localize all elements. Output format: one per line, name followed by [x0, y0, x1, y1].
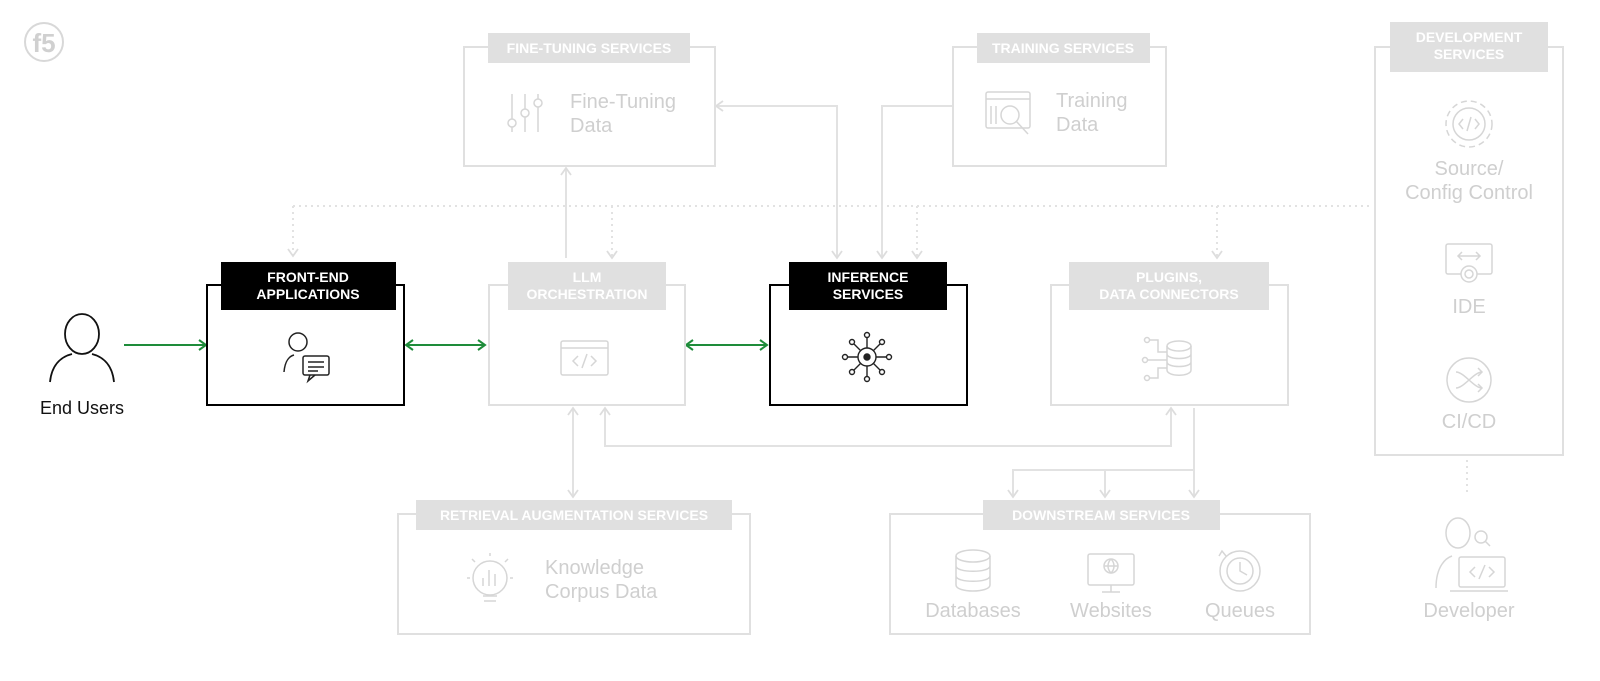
training-data-icon [985, 91, 1031, 135]
ai-chip-icon [841, 331, 893, 383]
plugins-title-line1: PLUGINS, [1136, 269, 1202, 285]
website-monitor-icon [1087, 553, 1135, 593]
fine-tuning-title: FINE-TUNING SERVICES [507, 40, 672, 56]
llm-title-line2: ORCHESTRATION [526, 286, 647, 302]
code-window-icon [560, 340, 609, 376]
arrow-finetuning-inference [714, 100, 843, 260]
developer-label: Developer [1423, 600, 1515, 622]
llm-orchestration-box: LLM ORCHESTRATION [488, 262, 686, 406]
training-label-line2: Data [1056, 114, 1099, 136]
fine-tuning-label-line1: Fine-Tuning [570, 91, 676, 113]
downstream-services-box: DOWNSTREAM SERVICES Databases Websites Q… [889, 500, 1311, 635]
dev-item-ide: IDE [1452, 296, 1485, 318]
ide-icon [1445, 243, 1493, 283]
end-users-node: End Users [40, 313, 124, 418]
developer-icon [1435, 517, 1508, 592]
fine-tuning-label-line2: Data [570, 115, 613, 137]
queue-clock-icon [1218, 549, 1261, 592]
development-services-box: DEVELOPMENT SERVICES Source/ Config Cont… [1374, 22, 1564, 456]
gear-code-icon [1445, 100, 1493, 148]
training-title: TRAINING SERVICES [992, 40, 1134, 56]
inference-title-line1: INFERENCE [828, 269, 909, 285]
svg-text:f5: f5 [32, 28, 55, 58]
f5-logo: f5 [24, 22, 64, 62]
front-end-title-line2: APPLICATIONS [256, 286, 359, 302]
downstream-title: DOWNSTREAM SERVICES [1012, 507, 1190, 523]
arrow-training-to-inference [876, 105, 952, 260]
development-title-line2: SERVICES [1434, 46, 1505, 62]
inference-services-box: INFERENCE SERVICES [769, 262, 968, 406]
lightbulb-chart-icon [467, 553, 513, 602]
front-end-applications-box: FRONT-END APPLICATIONS [206, 262, 405, 406]
database-icon [955, 549, 991, 592]
sliders-icon [507, 94, 543, 132]
inference-title-line2: SERVICES [833, 286, 904, 302]
training-label-line1: Training [1056, 90, 1128, 112]
downstream-item-websites: Websites [1070, 600, 1152, 622]
dev-item-source-line1: Source/ [1435, 158, 1504, 180]
dev-item-source-line2: Config Control [1405, 182, 1533, 204]
grey-connectors [287, 100, 1468, 499]
plugins-title-line2: DATA CONNECTORS [1099, 286, 1238, 302]
training-services-box: TRAINING SERVICES Training Data [952, 33, 1167, 167]
cicd-icon [1446, 357, 1492, 403]
arrow-llm-plugins [599, 406, 1177, 447]
dev-item-cicd: CI/CD [1442, 411, 1496, 433]
retrieval-title: RETRIEVAL AUGMENTATION SERVICES [440, 507, 708, 523]
downstream-item-databases: Databases [925, 600, 1021, 622]
development-title-line1: DEVELOPMENT [1416, 29, 1523, 45]
user-chat-icon [283, 332, 330, 384]
arrow-plugins-downstream [1007, 408, 1195, 499]
front-end-title-line1: FRONT-END [267, 269, 349, 285]
end-users-label: End Users [40, 398, 124, 418]
retrieval-label-line1: Knowledge [545, 557, 644, 579]
fine-tuning-services-box: FINE-TUNING SERVICES Fine-Tuning Data [463, 33, 716, 167]
user-icon [49, 313, 115, 383]
retrieval-augmentation-box: RETRIEVAL AUGMENTATION SERVICES Knowledg… [397, 500, 751, 635]
retrieval-label-line2: Corpus Data [545, 581, 658, 603]
developer-node: Developer [1423, 517, 1515, 622]
plugins-box: PLUGINS, DATA CONNECTORS [1050, 262, 1289, 406]
downstream-item-queues: Queues [1205, 600, 1275, 622]
database-connector-icon [1141, 336, 1192, 382]
llm-title-line1: LLM [573, 269, 602, 285]
